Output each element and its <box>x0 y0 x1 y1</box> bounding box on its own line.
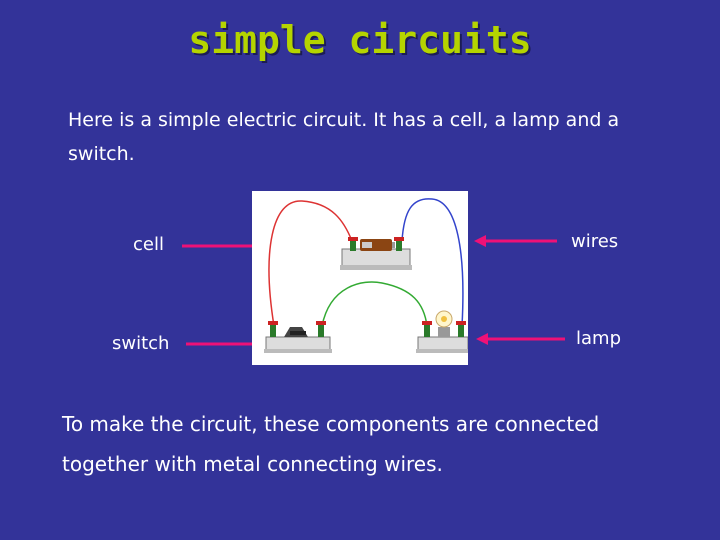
label-lamp: lamp <box>576 328 621 349</box>
slide-title: simple circuits <box>188 18 532 62</box>
green-wire <box>321 281 428 327</box>
lamp-arrow <box>476 333 565 345</box>
label-cell: cell <box>133 234 164 255</box>
lamp-component <box>416 310 469 353</box>
label-switch: switch <box>112 333 170 354</box>
circuit-diagram <box>252 191 469 365</box>
intro-text: Here is a simple electric circuit. It ha… <box>68 109 620 165</box>
red-wire <box>268 200 353 327</box>
label-wires: wires <box>571 231 619 252</box>
wires-arrow <box>474 235 557 247</box>
switch-component <box>264 321 332 353</box>
outro-text: To make the circuit, these components ar… <box>62 412 600 476</box>
blue-wire <box>401 198 464 327</box>
cell-component <box>340 237 412 270</box>
